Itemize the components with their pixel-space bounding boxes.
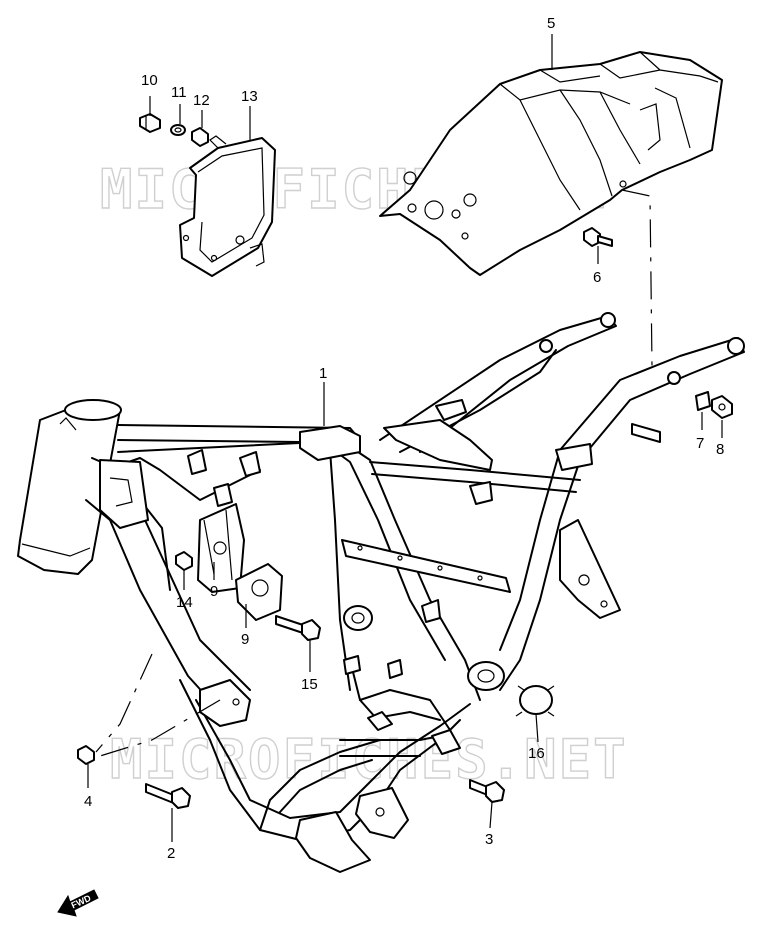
callout-10: 15 xyxy=(301,676,318,693)
callout-16: 12 xyxy=(193,92,210,109)
washer-part-15 xyxy=(170,124,186,136)
bolt-part-10 xyxy=(275,615,321,641)
callout-labels: 10 11 12 13 5 6 1 7 8 14 9 9 15 16 4 2 3 xyxy=(84,15,724,862)
callout-13: 13 xyxy=(241,88,258,105)
callout-15: 11 xyxy=(171,84,187,101)
engine-mount-part-9 xyxy=(203,509,233,581)
callout-11: 14 xyxy=(176,594,193,611)
main-frame-part-1 xyxy=(17,312,745,873)
bolt-part-3 xyxy=(469,779,505,803)
callout-5: 5 xyxy=(547,15,555,32)
bracket-part-13 xyxy=(179,135,276,277)
nut-part-4 xyxy=(77,745,95,765)
nut-part-8 xyxy=(711,395,733,419)
callout-6: 6 xyxy=(593,269,601,286)
nut-part-11 xyxy=(175,551,193,571)
nut-part-16 xyxy=(191,127,209,147)
bolt-part-14 xyxy=(139,113,161,133)
callout-4: 4 xyxy=(84,793,92,810)
bolt-stud-part xyxy=(631,423,661,443)
fwd-arrow-icon: FWD xyxy=(57,889,99,917)
bolt-part-2 xyxy=(145,783,191,809)
callout-9a: 9 xyxy=(210,583,218,600)
callout-7: 7 xyxy=(696,435,704,452)
callout-12: 16 xyxy=(528,745,545,762)
watermark-bottom: MICROFICHES.NET xyxy=(110,728,628,791)
rear-fender-part-5 xyxy=(379,51,723,276)
leader-lines xyxy=(87,34,723,842)
callout-3: 3 xyxy=(485,831,493,848)
fwd-label: FWD xyxy=(70,893,93,911)
callout-9b: 9 xyxy=(241,631,249,648)
callout-14: 10 xyxy=(141,72,158,89)
bolt-part-6 xyxy=(583,227,613,247)
callout-8: 8 xyxy=(716,441,724,458)
cap-part-12 xyxy=(515,685,555,717)
callout-1: 1 xyxy=(319,365,327,382)
spacer-part-7 xyxy=(695,391,711,411)
callout-2: 2 xyxy=(167,845,175,862)
